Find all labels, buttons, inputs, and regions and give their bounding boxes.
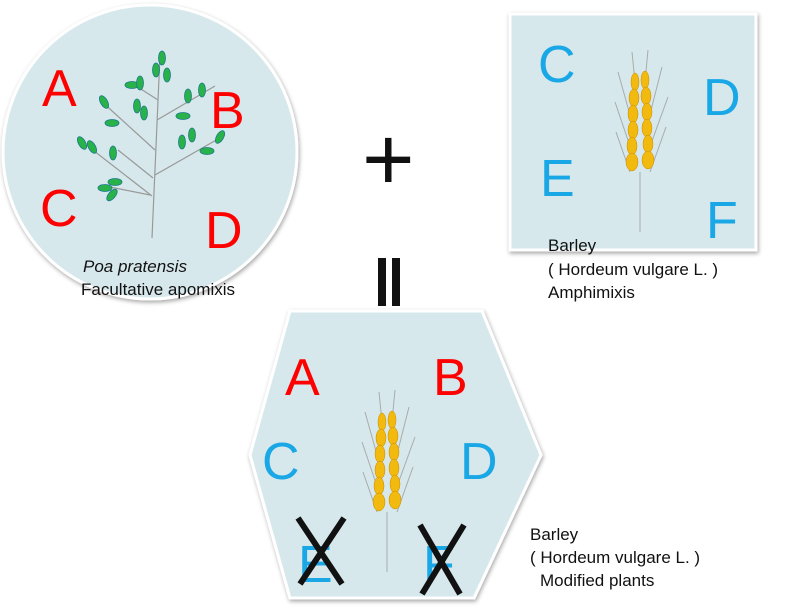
gene-f-label: F: [706, 192, 738, 250]
offspring-species-label: ( Hordeum vulgare L. ): [530, 548, 700, 567]
modified-barley-panel: A B C D E F: [248, 309, 543, 600]
gene-a-label: A: [285, 349, 320, 407]
gene-d-label: D: [460, 433, 498, 491]
mode-label: Facultative apomixis: [81, 280, 235, 299]
species-label: Poa pratensis: [83, 257, 187, 276]
barley-mode-label: Amphimixis: [548, 283, 635, 302]
offspring-mode-label: Modified plants: [540, 571, 654, 590]
barley-species-label: ( Hordeum vulgare L. ): [548, 260, 718, 279]
gene-c-label: C: [40, 180, 78, 238]
poa-pratensis-panel: A B C D Poa pratensis Facultative apomix…: [1, 3, 299, 301]
gene-e-label: E: [540, 150, 575, 208]
barley-parent-panel: C D E F: [508, 12, 758, 252]
gene-a-label: A: [42, 60, 77, 118]
gene-b-label: B: [210, 82, 245, 140]
cross-out-f-icon: [417, 523, 467, 596]
gene-c-label: C: [262, 433, 300, 491]
gene-d-label: D: [205, 202, 243, 260]
plus-sign: +: [362, 110, 415, 210]
equals-sign: =: [378, 258, 400, 306]
cross-out-e-icon: [295, 516, 347, 586]
gene-d-label: D: [703, 69, 741, 127]
gene-c-label: C: [538, 36, 576, 94]
poa-plant-icon: [79, 54, 226, 239]
gene-b-label: B: [433, 349, 468, 407]
offspring-name-label: Barley: [530, 525, 579, 544]
poa-spikelets-icon: [76, 50, 226, 202]
barley-name-label: Barley: [548, 236, 597, 255]
